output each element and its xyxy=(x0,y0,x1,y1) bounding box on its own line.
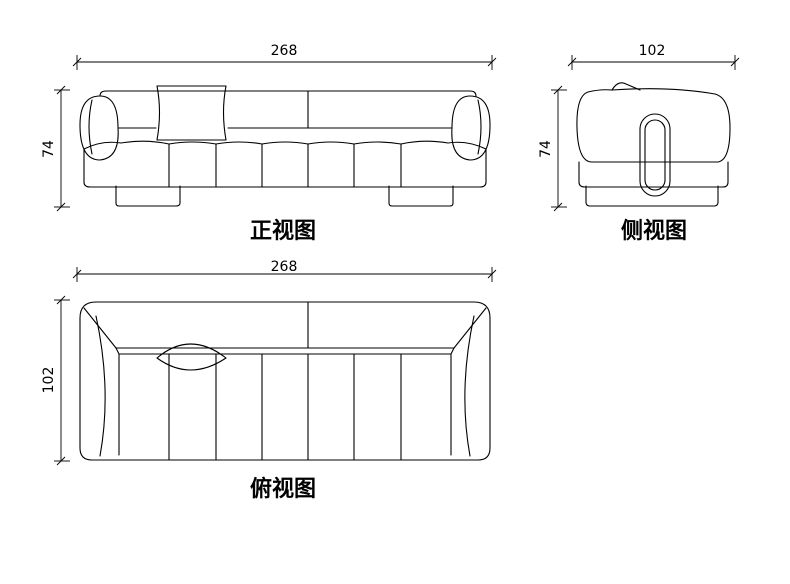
top-left-arm xyxy=(115,347,120,456)
top-outline xyxy=(79,301,491,461)
side-height-label: 74 xyxy=(538,140,554,158)
front-view-title: 正视图 xyxy=(250,218,316,244)
front-backrest xyxy=(99,90,477,97)
front-pillow xyxy=(156,85,227,141)
top-height-dimension: 102 xyxy=(41,295,70,466)
side-ring-inner xyxy=(644,119,666,191)
side-seat xyxy=(578,161,729,188)
side-base xyxy=(585,185,719,207)
front-width-dimension: 268 xyxy=(72,43,497,70)
side-height-dimension: 74 xyxy=(538,85,567,212)
front-seat-base xyxy=(83,148,487,188)
front-width-label: 268 xyxy=(271,43,298,59)
side-width-label: 102 xyxy=(639,43,666,59)
front-seat-cushions xyxy=(83,140,487,150)
top-pillow xyxy=(156,343,227,371)
top-width-label: 268 xyxy=(271,259,298,275)
front-height-dimension: 74 xyxy=(41,85,70,212)
front-right-arm xyxy=(451,95,491,161)
front-left-foot xyxy=(115,185,181,207)
top-right-arm xyxy=(450,347,455,456)
side-ring-outer xyxy=(639,113,671,197)
front-right-foot xyxy=(388,185,454,207)
top-height-label: 102 xyxy=(41,367,57,394)
top-width-dimension: 268 xyxy=(72,259,497,282)
front-height-label: 74 xyxy=(41,140,57,158)
side-view: 102 74 侧视图 xyxy=(538,43,740,244)
side-body xyxy=(576,88,731,163)
top-view: 268 102 俯视图 xyxy=(41,259,497,502)
front-view: 268 74 xyxy=(41,43,497,244)
top-view-title: 俯视图 xyxy=(250,476,316,502)
side-pillow xyxy=(611,82,641,91)
side-width-dimension: 102 xyxy=(567,43,740,70)
front-left-arm xyxy=(79,95,119,161)
side-view-title: 侧视图 xyxy=(621,218,687,244)
